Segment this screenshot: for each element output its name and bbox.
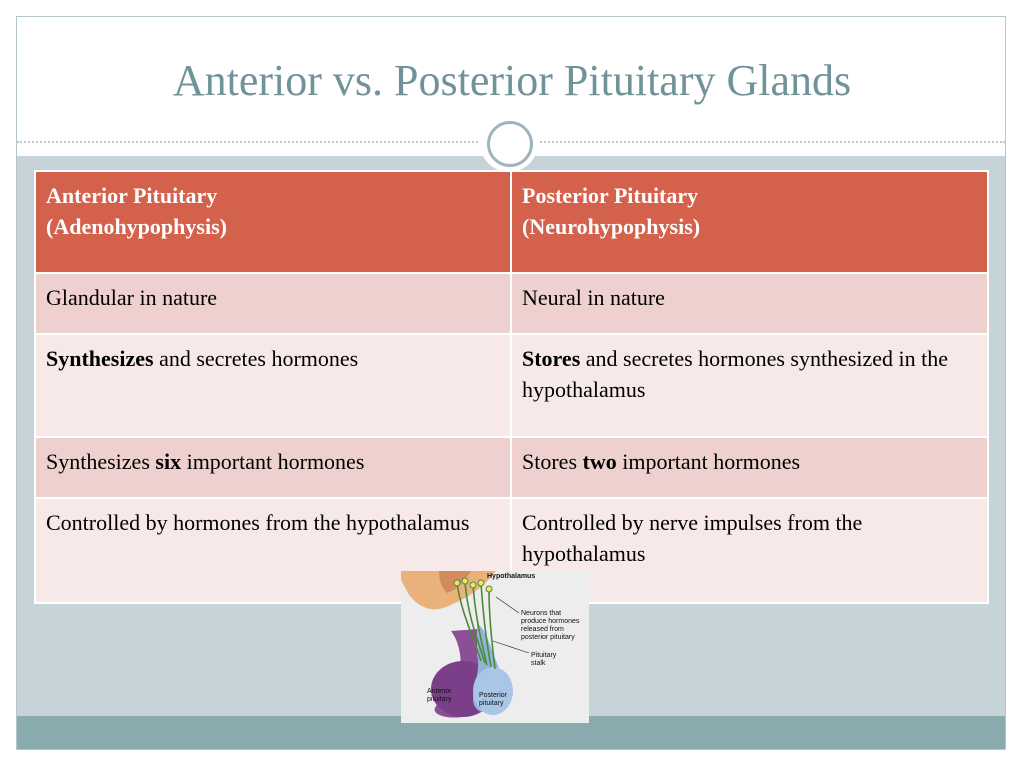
label-posterior-2: pituitary — [479, 700, 504, 707]
label-neurons-3: released from — [521, 626, 564, 633]
header-posterior-line2: (Neurohypophysis) — [522, 214, 701, 239]
cell-bold: two — [582, 449, 617, 474]
neuron-fiber — [464, 580, 486, 664]
table-row: Synthesizes six important hormones Store… — [34, 436, 989, 499]
table-row: Glandular in nature Neural in nature — [34, 272, 989, 335]
label-stalk-2: stalk — [531, 660, 546, 667]
label-posterior-1: Posterior — [479, 692, 508, 699]
header-anterior-line1: Anterior Pituitary — [46, 183, 218, 208]
cell-posterior: Controlled by nerve impulses from the hy… — [510, 497, 989, 604]
pituitary-illustration: Hypothalamus Neurons that produce hormon… — [401, 571, 580, 718]
cell-text: Synthesizes — [46, 449, 156, 474]
header-anterior: Anterior Pituitary (Adenohypophysis) — [34, 170, 512, 274]
cell-text: and secretes hormones — [153, 346, 359, 371]
cell-text: Controlled by nerve impulses from the hy… — [522, 510, 863, 566]
cell-text: Controlled by hormones from the hypothal… — [46, 510, 470, 535]
cell-anterior: Synthesizes six important hormones — [34, 436, 512, 499]
label-stalk-1: Pituitary — [531, 652, 557, 659]
cell-posterior: Stores and secretes hormones synthesized… — [510, 333, 989, 438]
neuron-cell — [477, 579, 485, 587]
pituitary-diagram: Hypothalamus Neurons that produce hormon… — [401, 571, 589, 723]
posterior-lobe-body — [473, 667, 513, 715]
table-row: Synthesizes and secretes hormones Stores… — [34, 333, 989, 438]
leader-lines — [492, 596, 530, 654]
neuron-cell — [469, 581, 477, 589]
cell-text: and secretes hormones synthesized in the… — [522, 346, 949, 402]
cell-text: Neural in nature — [522, 285, 665, 310]
cell-anterior: Glandular in nature — [34, 272, 512, 335]
cell-text: important hormones — [181, 449, 365, 474]
cell-text: Glandular in nature — [46, 285, 218, 310]
neuron-fiber — [480, 582, 492, 668]
neuron-fiber — [456, 582, 482, 662]
cell-bold: Synthesizes — [46, 346, 154, 371]
neuron-fiber — [488, 588, 496, 670]
cell-posterior: Stores two important hormones — [510, 436, 989, 499]
cell-anterior: Synthesizes and secretes hormones — [34, 333, 512, 438]
neuron-cell — [461, 577, 469, 585]
label-anterior-1: Anterior — [427, 688, 452, 695]
comparison-table: Anterior Pituitary (Adenohypophysis) Pos… — [34, 170, 989, 604]
label-neurons-1: Neurons that — [521, 610, 561, 617]
table-header-row: Anterior Pituitary (Adenohypophysis) Pos… — [34, 170, 989, 274]
leader-line — [495, 596, 520, 614]
neuron-cell — [453, 579, 461, 587]
cell-bold: Stores — [522, 346, 581, 371]
neuron-bodies — [453, 577, 493, 593]
leader-line — [492, 640, 530, 654]
label-anterior-2: pituitary — [427, 696, 452, 703]
neuron-fiber — [472, 584, 488, 666]
cell-bold: six — [155, 449, 182, 474]
header-posterior-line1: Posterior Pituitary — [522, 183, 699, 208]
label-neurons-2: produce hormones — [521, 618, 580, 625]
cell-text: important hormones — [616, 449, 801, 474]
slide-title: Anterior vs. Posterior Pituitary Glands — [172, 56, 852, 105]
label-hypothalamus: Hypothalamus — [487, 573, 535, 580]
ring-icon — [487, 121, 533, 167]
label-neurons-4: posterior pituitary — [521, 634, 575, 641]
neuron-fibers — [456, 580, 496, 670]
header-anterior-line2: (Adenohypophysis) — [46, 214, 227, 239]
cell-posterior: Neural in nature — [510, 272, 989, 335]
header-posterior: Posterior Pituitary (Neurohypophysis) — [510, 170, 989, 274]
neuron-cell — [485, 585, 493, 593]
cell-text: Stores — [522, 449, 583, 474]
